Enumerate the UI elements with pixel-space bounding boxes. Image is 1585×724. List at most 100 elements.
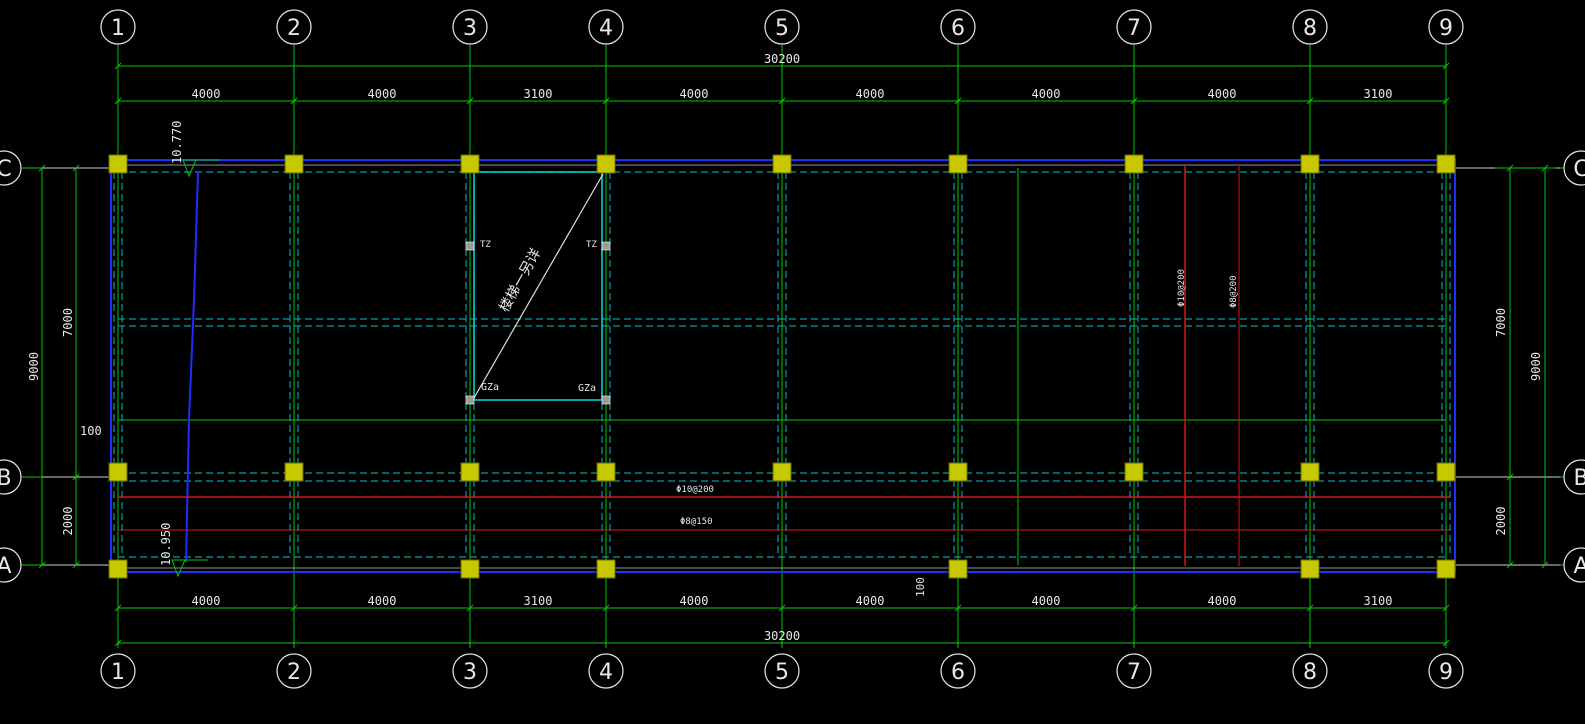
dim-bays-top-tick-5	[954, 97, 962, 105]
axis-bubble-right-C-circle	[1563, 150, 1585, 186]
column-1A	[108, 559, 128, 579]
offset-bottom-label: 100	[914, 577, 927, 597]
dim-bays-bottom-tick-6	[1130, 604, 1138, 612]
column-9A	[1436, 559, 1456, 579]
dim-overall-bottom-label-0: 30200	[764, 629, 800, 643]
elevation-marker-bottom	[171, 559, 208, 578]
axis-bubble-top-1-circle	[100, 9, 136, 45]
column-2B	[284, 462, 304, 482]
dim-bays-bottom-label-2: 3100	[524, 594, 553, 608]
dim-bays-bottom-label-6: 4000	[1208, 594, 1237, 608]
rebar-label-v2: Φ8@200	[1229, 275, 1239, 308]
tz-label-left: TZ	[480, 240, 491, 250]
column-5B	[772, 462, 792, 482]
dim-bays-bottom-tick-2	[466, 604, 474, 612]
axis-bubble-bottom-7-circle	[1116, 653, 1152, 689]
column-6B	[948, 462, 968, 482]
dim-bays-top-label-0: 4000	[192, 87, 221, 101]
column-9B	[1436, 462, 1456, 482]
axis-bubble-left-C-circle	[0, 150, 22, 186]
stair-post-0	[465, 241, 475, 251]
axis-bubble-top-6-circle	[940, 9, 976, 45]
dim-overall-bottom-tick-0	[114, 639, 122, 647]
elevation-bottom-label: 10.950	[159, 523, 173, 566]
column-1B	[108, 462, 128, 482]
axis-bubble-top-9-label: 9	[1439, 16, 1453, 41]
dim-bays-top-tick-3	[602, 97, 610, 105]
dim-bays-bottom-tick-0	[114, 604, 122, 612]
gza-label-right: GZa	[578, 383, 596, 394]
dim-left-overall-label-0: 9000	[27, 352, 41, 381]
axis-bubble-bottom-5-circle	[764, 653, 800, 689]
axis-bubble-right-A-label: A	[1573, 554, 1585, 579]
dim-bays-bottom-tick-3	[602, 604, 610, 612]
axis-bubble-top-7-circle	[1116, 9, 1152, 45]
dim-bays-bottom-tick-4	[778, 604, 786, 612]
axis-bubble-bottom-1-circle	[100, 653, 136, 689]
rebar-label-h2: Φ8@150	[680, 517, 713, 527]
stair-note: 楼梯一另详	[497, 246, 545, 315]
axis-bubble-right-B-label: B	[1573, 466, 1585, 491]
column-6C	[948, 154, 968, 174]
column-2C	[284, 154, 304, 174]
column-6A	[948, 559, 968, 579]
dim-overall-top-label-0: 30200	[764, 52, 800, 66]
dim-bays-top-label-5: 4000	[1032, 87, 1061, 101]
axis-bubble-bottom-2-label: 2	[287, 660, 301, 685]
axis-bubble-top-6-label: 6	[951, 16, 965, 41]
axis-bubble-bottom-2-circle	[276, 653, 312, 689]
dim-bays-top-tick-1	[290, 97, 298, 105]
dim-left-parts-tick-1	[72, 473, 80, 481]
axis-bubble-bottom-3-label: 3	[463, 660, 477, 685]
dim-right-overall-label-0: 9000	[1529, 352, 1543, 381]
dim-bays-bottom-label-7: 3100	[1364, 594, 1393, 608]
axis-bubble-bottom-8-label: 8	[1303, 660, 1317, 685]
axis-bubble-top-4-label: 4	[599, 16, 613, 41]
axis-bubble-right-B-circle	[1563, 459, 1585, 495]
stair-diagonal	[473, 173, 604, 399]
axis-bubble-bottom-6-circle	[940, 653, 976, 689]
dim-bays-bottom-tick-8	[1442, 604, 1450, 612]
rebar-label-v1: Φ10@200	[1177, 269, 1187, 307]
axis-bubble-top-5-circle	[764, 9, 800, 45]
dim-bays-bottom-label-0: 4000	[192, 594, 221, 608]
axis-bubble-top-2-circle	[276, 9, 312, 45]
dim-bays-top-tick-7	[1306, 97, 1314, 105]
dim-bays-bottom-label-5: 4000	[1032, 594, 1061, 608]
gza-label-left: GZa	[481, 382, 499, 393]
axis-bubble-bottom-6-label: 6	[951, 660, 965, 685]
dim-bays-top-label-2: 3100	[524, 87, 553, 101]
column-4B	[596, 462, 616, 482]
dim-bays-top-label-1: 4000	[368, 87, 397, 101]
dim-bays-bottom-tick-5	[954, 604, 962, 612]
rebar-label-h1: Φ10@200	[676, 485, 714, 495]
dim-bays-top-label-7: 3100	[1364, 87, 1393, 101]
axis-bubble-bottom-9-circle	[1428, 653, 1464, 689]
dim-right-parts-tick-2	[1506, 561, 1514, 569]
dim-left-parts-tick-0	[72, 164, 80, 172]
column-8C	[1300, 154, 1320, 174]
dim-overall-top-tick-1	[1442, 62, 1450, 70]
column-7B	[1124, 462, 1144, 482]
dim-bays-top-label-3: 4000	[680, 87, 709, 101]
slab-edge	[110, 159, 1456, 573]
dim-left-parts-tick-2	[72, 561, 80, 569]
tz-label-right: TZ	[586, 240, 597, 250]
axis-bubble-top-7-label: 7	[1127, 16, 1141, 41]
column-8B	[1300, 462, 1320, 482]
axis-bubble-right-C-label: C	[1573, 157, 1585, 182]
axis-bubble-bottom-4-circle	[588, 653, 624, 689]
elevation-top-label: 10.770	[170, 121, 184, 164]
column-3C	[460, 154, 480, 174]
stair-post-2	[465, 395, 475, 405]
axis-bubble-top-3-circle	[452, 9, 488, 45]
column-5C	[772, 154, 792, 174]
axis-bubble-top-8-label: 8	[1303, 16, 1317, 41]
dim-bays-top-tick-0	[114, 97, 122, 105]
stair-post-3	[601, 395, 611, 405]
axis-bubble-top-3-label: 3	[463, 16, 477, 41]
dim-bays-bottom-tick-7	[1306, 604, 1314, 612]
elevation-marker-top	[182, 159, 220, 178]
dim-overall-top-tick-0	[114, 62, 122, 70]
axis-bubble-left-A-label: A	[0, 554, 12, 579]
